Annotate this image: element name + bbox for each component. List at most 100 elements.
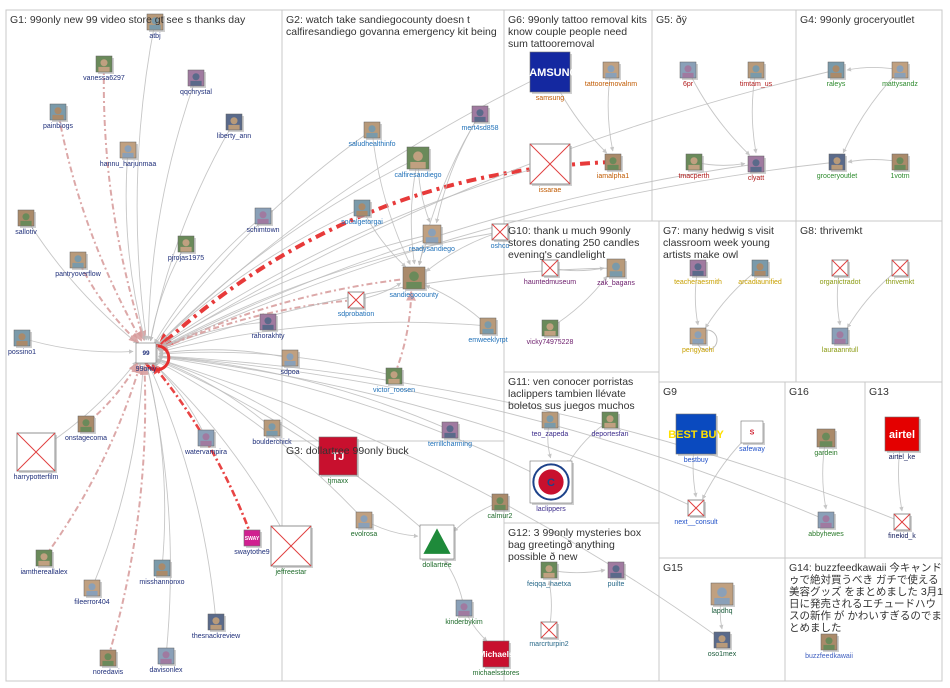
node-jeffreestar[interactable]: jeffreestar <box>270 525 313 576</box>
node-teacheraesmith[interactable]: teacheraesmith <box>674 259 722 286</box>
group-title-g12: G12: 3 99only mysteries box bag greeting… <box>508 527 642 563</box>
svg-text:airtel: airtel <box>889 429 915 441</box>
node-issarae[interactable]: issarae <box>529 143 572 194</box>
tjmaxx-logo-icon <box>318 436 358 476</box>
node-vanessa6297[interactable]: vanessa6297 <box>83 55 125 82</box>
node-raleys[interactable]: raleys <box>827 61 846 88</box>
node-gardein[interactable]: gardein <box>814 428 838 457</box>
node-misshannonxo[interactable]: misshannonxo <box>139 559 185 586</box>
node-iamthereallalex[interactable]: iamthereallalex <box>20 549 68 576</box>
node-fileerror404[interactable]: fileerror404 <box>74 579 110 606</box>
node-evolrosa[interactable]: evolrosa <box>351 511 378 538</box>
node-schimtown[interactable]: schimtown <box>246 207 280 234</box>
node-thrivemkt[interactable]: thrivemkt <box>886 259 914 286</box>
node-1votm[interactable]: 1votm <box>890 153 910 180</box>
edge-tjmaxx-to-99only <box>157 358 339 457</box>
node-next__consult[interactable]: next__consult <box>674 499 718 526</box>
node-label: buzzfeedkawaii <box>805 653 853 660</box>
node-sallotiv[interactable]: sallotiv <box>15 209 37 236</box>
node-readysandiego[interactable]: readysandiego <box>409 224 455 253</box>
node-calfiresandiego[interactable]: calfiresandiego <box>394 146 442 179</box>
node-mert4sd858[interactable]: mert4sd858 <box>462 105 499 132</box>
node-pantryoverflow[interactable]: pantryoverflow <box>55 251 102 278</box>
edge-issarae-to-99only <box>157 163 551 348</box>
node-possino1[interactable]: possino1 <box>8 329 36 356</box>
edge-thrivemkt-to-lauraanntull <box>846 267 901 329</box>
node-hauntedmuseum[interactable]: hauntedmuseum <box>524 259 576 286</box>
node-puilte[interactable]: puilte <box>608 561 626 588</box>
node-marcrturpin2[interactable]: marcrturpin2 <box>529 621 569 648</box>
node-oso1mex[interactable]: oso1mex <box>708 631 737 658</box>
node-oshco[interactable]: oshco <box>491 223 510 250</box>
node-onstagecoma[interactable]: onstagecoma <box>65 415 107 442</box>
node-noredavis[interactable]: noredavis <box>93 649 124 676</box>
node-davisonlex[interactable]: davisonlex <box>149 647 183 674</box>
node-pengyachi[interactable]: pengyachi <box>682 327 714 354</box>
node-finekid_k[interactable]: finekid_k <box>888 513 916 540</box>
node-boulderchick[interactable]: boulderchick <box>252 419 292 446</box>
group-title-g15: G15 <box>663 562 683 574</box>
node-hannu_harjunmaa[interactable]: hannu_harjunmaa <box>100 141 157 168</box>
node-qqchrystal[interactable]: qqchrystal <box>180 69 212 96</box>
node-6pr[interactable]: 6pr <box>679 61 698 88</box>
node-victor_roosen[interactable]: victor_roosen <box>373 367 415 394</box>
node-buzzfeedkawaii[interactable]: buzzfeedkawaii <box>805 633 853 660</box>
node-iamalpha1[interactable]: iamalpha1 <box>597 153 629 180</box>
node-watervampira[interactable]: watervampira <box>184 429 227 456</box>
node-harrypotterfilm[interactable]: harrypotterfilm <box>14 432 59 481</box>
node-label: 6pr <box>683 81 694 88</box>
node-arcadiaunified[interactable]: arcadiaunified <box>738 259 782 286</box>
node-pjrojas1975[interactable]: pjrojas1975 <box>168 235 204 262</box>
node-lapdhq[interactable]: lapdhq <box>710 582 735 615</box>
node-label: kinderbykim <box>445 619 483 626</box>
group-title-g4: G4: 99only groceryoutlet <box>800 14 915 26</box>
node-calmur2[interactable]: calmur2 <box>488 493 513 520</box>
edge-terrillcharming-to-99only <box>158 354 451 431</box>
node-groceryoutlet[interactable]: groceryoutlet <box>817 153 858 180</box>
node-painblogs[interactable]: painblogs <box>43 103 73 130</box>
node-rahorakhty[interactable]: rahorakhty <box>251 313 285 340</box>
node-atbj[interactable]: atbj <box>146 13 165 40</box>
node-terrillcharming[interactable]: terrillcharming <box>428 421 472 448</box>
node-tmacperth[interactable]: tmacperth <box>678 153 710 180</box>
node-clyatt[interactable]: clyatt <box>747 155 766 182</box>
node-label: vicky74975228 <box>527 339 574 346</box>
node-deportesfan[interactable]: deportesfan <box>592 411 629 438</box>
node-emweeklyrpt[interactable]: emweeklyrpt <box>468 317 508 344</box>
node-vicky74975228[interactable]: vicky74975228 <box>527 319 574 346</box>
node-saludhealthinfo[interactable]: saludhealthinfo <box>348 121 396 148</box>
node-sandiegocounty[interactable]: sandiegocounty <box>389 266 439 299</box>
node-dollartree[interactable]: dollartree <box>419 524 456 569</box>
edge-painblogs-to-99only <box>57 111 143 342</box>
node-timtam_us[interactable]: timtam_us <box>740 61 773 88</box>
node-thesnackreview[interactable]: thesnackreview <box>192 613 241 640</box>
node-feiqqa_haetxa[interactable]: feiqqa_haetxa <box>527 561 571 588</box>
node-mattysandz[interactable]: mattysandz <box>882 61 918 88</box>
node-teo_zapeda[interactable]: teo_zapeda <box>532 411 569 438</box>
node-socalgetorgai[interactable]: socalgetorgai <box>341 199 383 226</box>
node-kinderbykim[interactable]: kinderbykim <box>445 599 483 626</box>
node-lauraanntull[interactable]: lauraanntull <box>822 327 859 354</box>
node-sdpoa[interactable]: sdpoa <box>280 349 300 376</box>
edge-vanessa6297-to-99only <box>102 63 147 342</box>
node-label: tattooremovalnm <box>585 81 637 88</box>
bestbuy-logo-icon <box>675 413 717 455</box>
node-sdprobation[interactable]: sdprobation <box>338 291 375 318</box>
node-label: hauntedmuseum <box>524 279 576 286</box>
node-liberty_ann[interactable]: liberty_ann <box>217 113 251 140</box>
node-label: calmur2 <box>488 513 513 520</box>
group-title-g13: G13 <box>869 386 889 398</box>
node-tattooremovalnm[interactable]: tattooremovalnm <box>585 61 637 88</box>
node-organictradot[interactable]: organictradot <box>820 259 861 286</box>
node-abbyhewes[interactable]: abbyhewes <box>808 511 844 538</box>
node-zak_bagans[interactable]: zak_bagans <box>597 258 635 287</box>
